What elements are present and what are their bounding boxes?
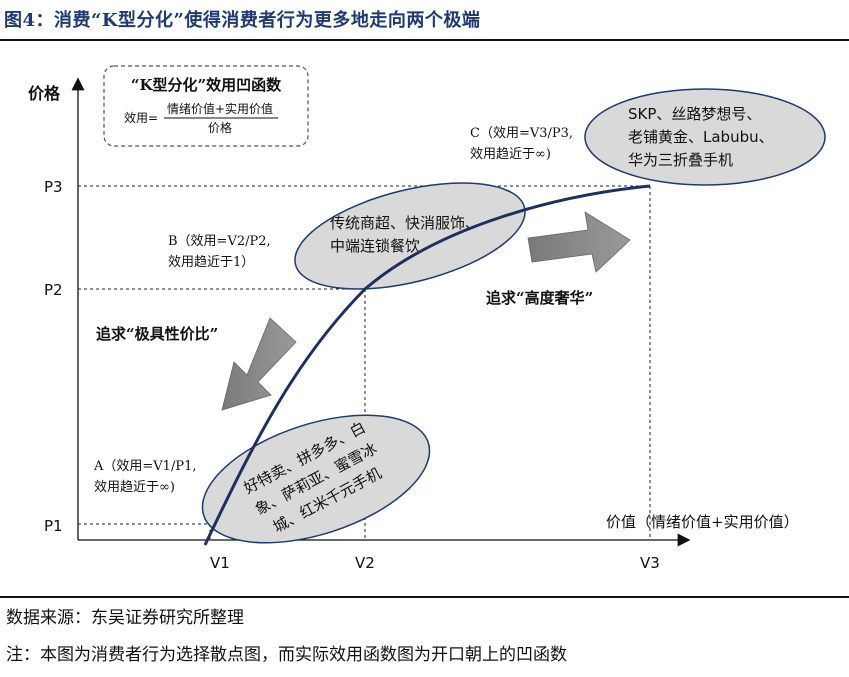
formula-box <box>103 65 309 147</box>
x-tick-label: V1 <box>210 554 230 572</box>
x-tick-label: V2 <box>355 554 375 572</box>
footnote: 注：本图为消费者行为选择散点图，而实际效用函数图为开口朝上的凹函数 <box>6 645 567 665</box>
annotation-c-line: C（效用=V3/P3, <box>470 126 573 141</box>
cluster-high-ellipse <box>584 88 826 186</box>
cluster-high-line: 老铺黄金、Labubu、 <box>628 128 774 146</box>
value-seeking-label: 追求“极具性价比” <box>96 325 218 343</box>
annotation-a-line: 效用趋近于∞) <box>94 480 175 495</box>
y-tick-label: P1 <box>44 517 63 535</box>
cluster-mid-line: 中端连锁餐饮 <box>330 237 420 255</box>
x-tick-label: V3 <box>640 554 660 572</box>
formula-numerator: 情绪价值+实用价值 <box>167 101 273 116</box>
luxury-seeking-arrow <box>527 211 631 273</box>
utility-curve <box>203 184 651 546</box>
x-axis-label: 价值（情绪价值+实用价值） <box>606 513 799 531</box>
footer-divider <box>0 596 849 598</box>
formula-denominator: 价格 <box>208 120 232 135</box>
cluster-mid-line: 传统商超、快消服饰、 <box>330 214 480 232</box>
formula-lhs: 效用= <box>124 110 158 125</box>
title-divider <box>0 39 849 41</box>
value-seeking-arrow <box>221 317 297 411</box>
luxury-seeking-label: 追求“高度奢华” <box>486 289 593 307</box>
formula-title: “K型分化”效用凹函数 <box>131 76 282 94</box>
y-axis-label: 价格 <box>28 84 61 103</box>
annotation-b-line: B（效用=V2/P2, <box>168 234 271 249</box>
cluster-high-line: 华为三折叠手机 <box>628 151 733 169</box>
figure-title: 图4：消费“K型分化”使得消费者行为更多地走向两个极端 <box>4 10 481 31</box>
source-note: 数据来源：东吴证券研究所整理 <box>6 608 244 628</box>
cluster-high-line: SKP、丝路梦想号、 <box>628 105 761 123</box>
y-tick-label: P3 <box>44 178 63 196</box>
annotation-a-line: A（效用=V1/P1, <box>93 459 196 474</box>
cluster-mid-ellipse <box>294 182 526 290</box>
cluster-low-ellipse <box>201 414 431 544</box>
annotation-b-line: 效用趋近于1） <box>168 255 254 270</box>
annotation-c-line: 效用趋近于∞) <box>470 147 551 162</box>
y-tick-label: P2 <box>44 281 63 299</box>
